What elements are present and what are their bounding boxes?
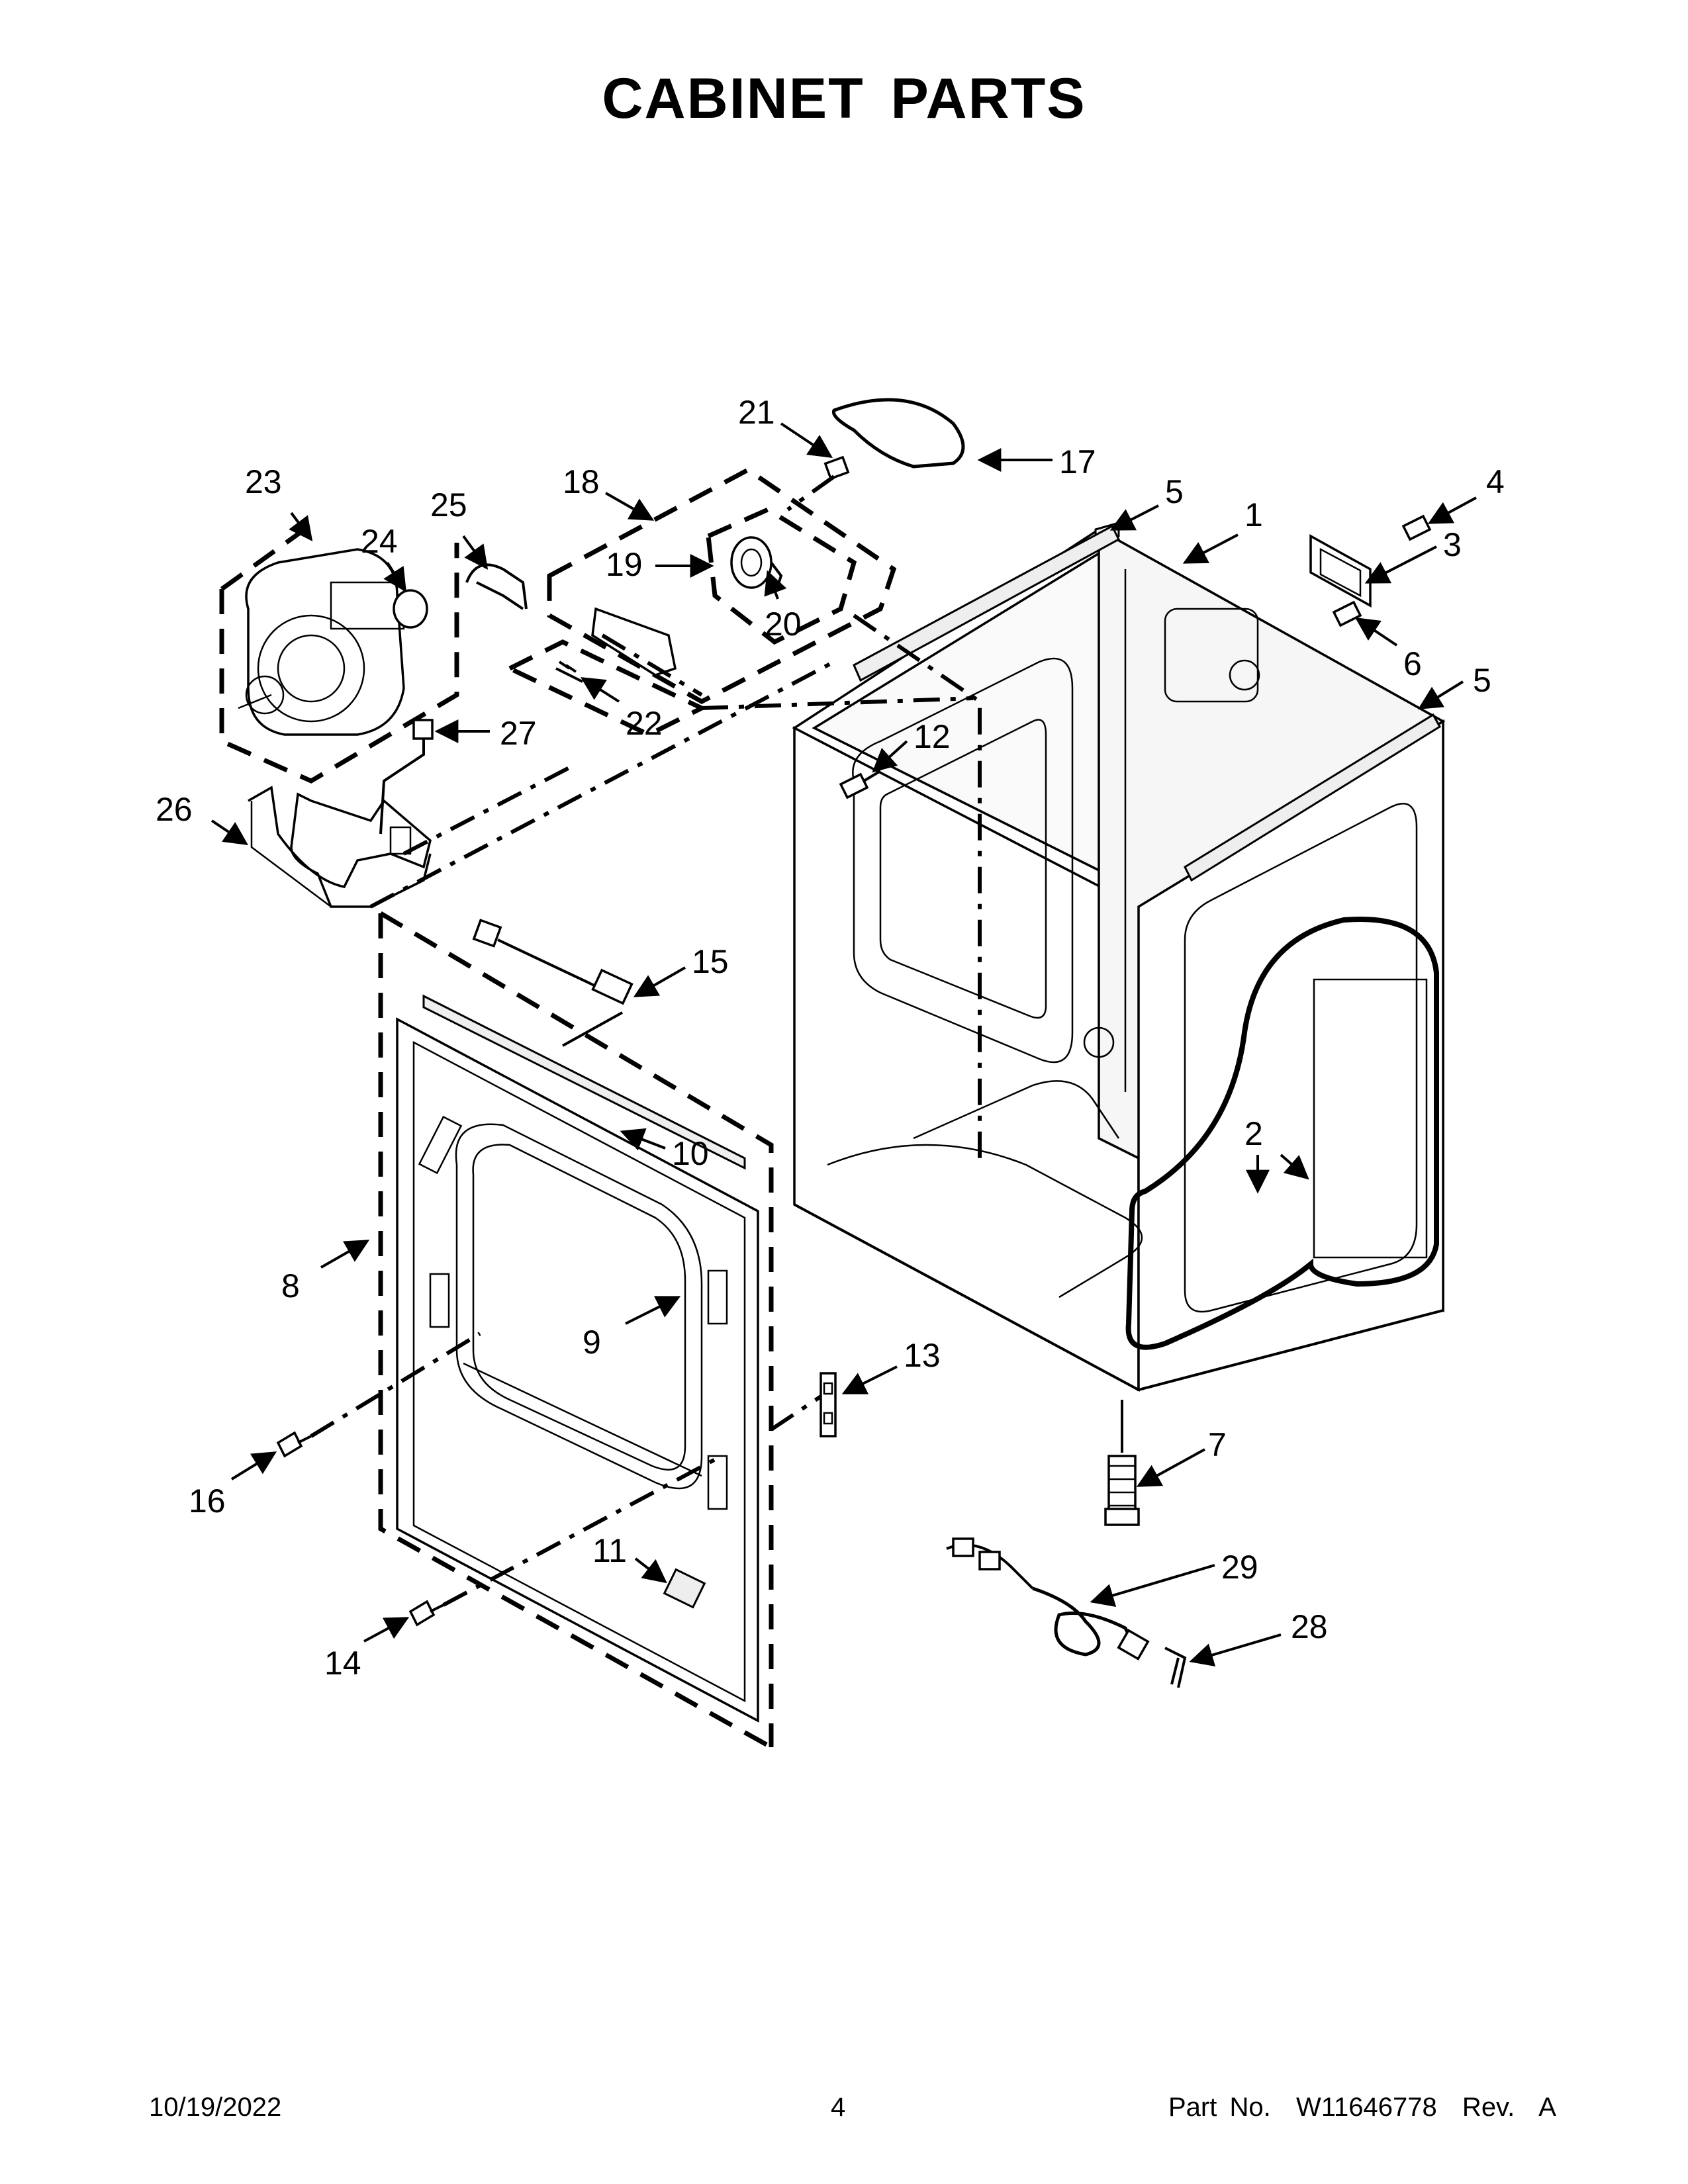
callout-15: 15 [692, 943, 729, 980]
callout-11: 11 [592, 1532, 627, 1569]
drive-belt-part [831, 398, 965, 469]
door-switch-harness-part [472, 919, 633, 1005]
top-rail-rear [853, 524, 1120, 682]
idler-spring-part [555, 660, 583, 683]
latch-strike-part [820, 1372, 837, 1437]
callout-4: 4 [1486, 463, 1505, 500]
callout-7: 7 [1208, 1426, 1227, 1463]
callout-9: 9 [583, 1324, 601, 1361]
cabinet-part [792, 522, 1446, 1392]
callout-13: 13 [904, 1337, 941, 1374]
screw-27-part [379, 719, 434, 835]
vent-bracket-part [1309, 534, 1372, 608]
callout-5a: 5 [1165, 473, 1184, 510]
drive-motor-part [238, 548, 405, 736]
callout-2: 2 [1244, 1115, 1263, 1152]
front-panel-part [396, 994, 759, 1723]
callout-19: 19 [606, 546, 643, 583]
callout-labels: 1 2 3 4 5 5 6 7 8 9 10 11 12 13 14 15 16… [156, 394, 1505, 1682]
callout-6: 6 [1403, 645, 1422, 682]
callout-8: 8 [281, 1267, 300, 1304]
top-rail-front [1184, 713, 1442, 882]
toe-panel-outline [1125, 917, 1439, 1350]
callout-26: 26 [156, 791, 193, 828]
motor-bracket-part [465, 563, 528, 610]
callout-23: 23 [245, 463, 282, 500]
power-cord-part [946, 1537, 1150, 1661]
callout-28: 28 [1291, 1608, 1328, 1645]
callout-12: 12 [914, 718, 951, 755]
idler-pulley-part [730, 536, 773, 589]
callout-10: 10 [672, 1135, 709, 1172]
callout-16: 16 [189, 1482, 226, 1520]
cord-clamp-part [1164, 1647, 1187, 1688]
screw-21-part [823, 455, 850, 480]
screw-16-part [276, 1431, 312, 1458]
callout-22: 22 [626, 705, 663, 742]
leveling-leg-part [1104, 1455, 1140, 1526]
page-title: CABINET PARTS [602, 67, 1086, 130]
footer-date: 10/19/2022 [149, 2093, 282, 2122]
screw-4-part [1401, 514, 1432, 541]
screw-6-part [1332, 600, 1362, 627]
callout-20: 20 [765, 606, 802, 643]
callout-3: 3 [1443, 526, 1462, 563]
motor-mount-part [248, 786, 432, 908]
callout-17: 17 [1059, 443, 1096, 480]
callout-21: 21 [738, 394, 775, 431]
footer-page-number: 4 [831, 2093, 846, 2122]
callout-24: 24 [361, 523, 398, 560]
callout-arrows [211, 422, 1477, 1667]
footer-part-number: Part No. W11646778 Rev. A [1168, 2093, 1556, 2122]
callout-14: 14 [324, 1645, 361, 1682]
callout-5b: 5 [1473, 662, 1491, 699]
bearing-part [393, 589, 428, 629]
callout-29: 29 [1221, 1549, 1258, 1586]
screw-12-part [839, 770, 882, 799]
callout-27: 27 [500, 715, 537, 752]
callout-1: 1 [1244, 496, 1263, 533]
callout-25: 25 [430, 486, 467, 523]
callout-18: 18 [563, 463, 600, 500]
screw-14-part [408, 1600, 444, 1627]
